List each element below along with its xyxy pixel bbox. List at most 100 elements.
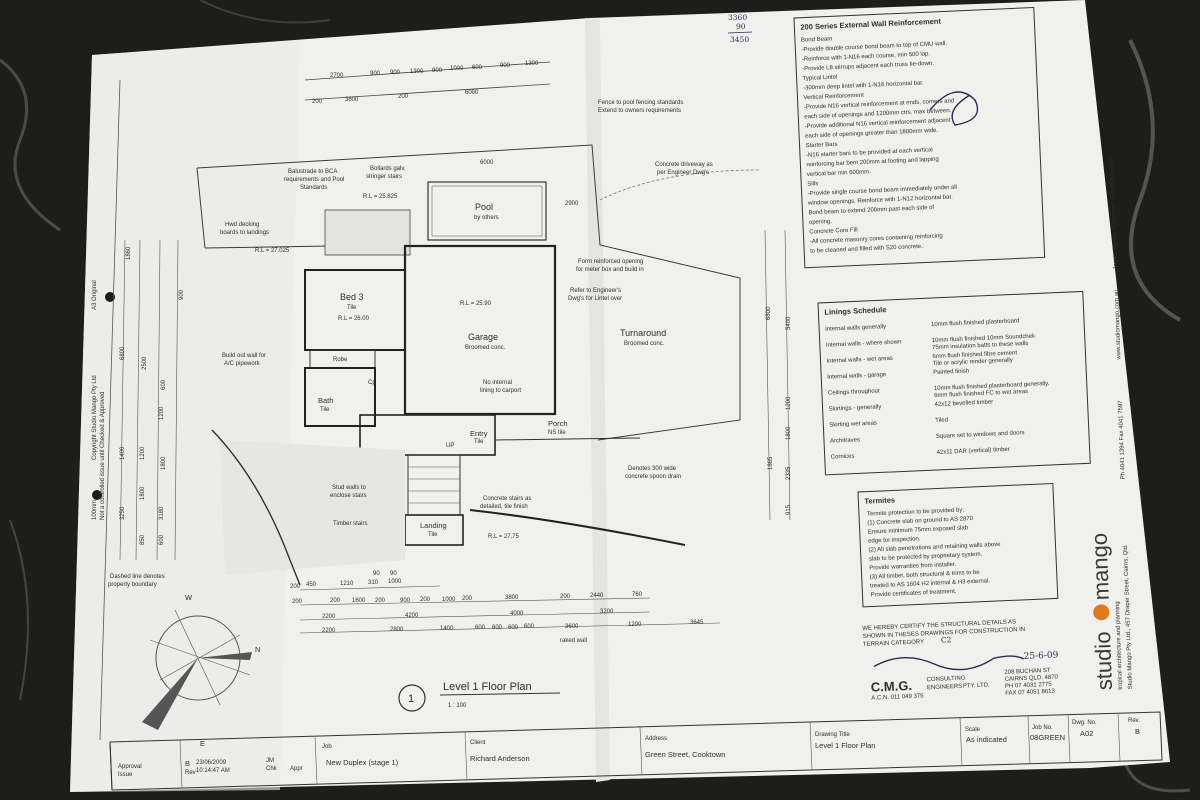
compass-w: W xyxy=(185,593,193,602)
bath-outline xyxy=(304,367,376,427)
punch-hole xyxy=(105,292,115,302)
termite-line: Termite protection to be provided by: xyxy=(867,507,965,517)
svg-text:6000: 6000 xyxy=(465,90,479,96)
margin-scale: 100mm xyxy=(92,500,98,520)
svg-text:900: 900 xyxy=(390,70,401,76)
svg-text:3180: 3180 xyxy=(159,506,165,520)
svg-text:200: 200 xyxy=(330,598,341,604)
tb-rev: Rev xyxy=(185,770,196,776)
svg-text:lining to carport: lining to carport xyxy=(480,388,521,394)
svg-text:Build out wall for: Build out wall for xyxy=(222,353,266,359)
svg-text:200: 200 xyxy=(375,598,386,604)
room-porch-sub: NS tile xyxy=(548,430,566,436)
lining-finish: Square set to windows and doors xyxy=(936,430,1025,440)
svg-text:600: 600 xyxy=(159,534,165,545)
svg-text:1000: 1000 xyxy=(450,66,464,72)
svg-text:1400: 1400 xyxy=(120,446,126,460)
spec-line: Bond beam to extend 200mm past each side… xyxy=(808,205,934,216)
brand-phone: Ph 4041 1394 Fax 4041 7597 xyxy=(1118,400,1127,480)
tb-dwgno: A02 xyxy=(1080,729,1093,738)
termite-line: treated to AS 1604 H2 internal & H3 exte… xyxy=(870,578,991,589)
svg-text:Balustrade to BCA: Balustrade to BCA xyxy=(288,169,337,175)
rl-pool: R.L = 25.825 xyxy=(363,194,398,200)
svg-text:Concrete stairs as: Concrete stairs as xyxy=(483,496,531,502)
svg-text:450: 450 xyxy=(306,582,317,588)
lining-finish: 10mm flush finished plasterboard general… xyxy=(934,381,1050,392)
raked-boundary xyxy=(469,509,686,546)
svg-text:200: 200 xyxy=(312,99,323,105)
drawing-number: 1 xyxy=(408,693,414,705)
svg-text:Extend to owners requirements: Extend to owners requirements xyxy=(598,108,681,114)
svg-text:per Engineer Dwg's: per Engineer Dwg's xyxy=(657,170,709,176)
tb-issue: Issue xyxy=(118,772,133,778)
svg-text:3800: 3800 xyxy=(345,97,359,103)
svg-text:PTY. LTD.: PTY. LTD. xyxy=(963,682,990,689)
svg-text:1800: 1800 xyxy=(140,486,146,500)
compass-n: N xyxy=(255,645,260,654)
svg-text:6800: 6800 xyxy=(766,306,772,320)
svg-text:1210: 1210 xyxy=(340,581,354,587)
compass-e: E xyxy=(200,739,205,748)
tb-revno: B xyxy=(1135,727,1140,736)
lining-area: Skirtings - generally xyxy=(829,404,882,412)
svg-text:900: 900 xyxy=(500,63,511,69)
property-outline xyxy=(196,144,741,441)
spec-line: Typical Lintel xyxy=(803,75,838,83)
svg-text:2200: 2200 xyxy=(322,614,336,620)
lining-finish: 10mm flush finished 10mm Soundchek xyxy=(932,334,1037,345)
drawing-title: 1 Level 1 Floor Plan 1 : 100 xyxy=(398,681,561,712)
svg-text:200: 200 xyxy=(462,596,473,602)
room-entry: Entry xyxy=(470,429,488,438)
svg-text:concrete spoon drain: concrete spoon drain xyxy=(625,474,681,480)
tb-drawing: Level 1 Floor Plan xyxy=(815,741,875,750)
spec-line: Vertical Reinforcement xyxy=(803,93,864,102)
lining-finish-extra: Tile or acrylic render generally xyxy=(933,358,1013,367)
room-bath: Bath xyxy=(318,396,333,405)
svg-text:600: 600 xyxy=(524,624,535,630)
pool-outline xyxy=(427,181,547,241)
dimensions-top: 2700 900 900 1300 900 1000 600 900 1300 … xyxy=(304,61,551,105)
svg-text:Concrete driveway as: Concrete driveway as xyxy=(655,162,713,168)
tb-rev-letter: B xyxy=(185,759,190,768)
room-turnaround-sub: Broomed conc. xyxy=(624,341,665,347)
termite-line: slab to be protected by proprietary syst… xyxy=(869,552,983,563)
floor-plan: Pool by others 6000 2900 Garage Broomed … xyxy=(196,144,761,586)
svg-text:1200: 1200 xyxy=(140,446,146,460)
tb-scale: As indicated xyxy=(966,735,1007,744)
spec-line: Concrete Core Fill xyxy=(809,227,858,235)
margin-original: A3 Original xyxy=(92,280,98,310)
svg-text:1860: 1860 xyxy=(126,246,132,260)
svg-text:Dashed line denotes: Dashed line denotes xyxy=(110,574,165,580)
svg-text:310: 310 xyxy=(368,580,379,586)
svg-text:2500: 2500 xyxy=(142,356,148,370)
svg-text:Stud walls to: Stud walls to xyxy=(332,485,367,491)
tb-address: Green Street, Cooktown xyxy=(645,750,725,759)
spec-line: -N16 starter bars to be provided at each… xyxy=(806,147,933,159)
svg-text:Dwg. No.: Dwg. No. xyxy=(1072,720,1097,726)
tb-time: 10:14:47 AM xyxy=(196,768,230,774)
svg-text:Timber stairs: Timber stairs xyxy=(333,521,367,527)
spec-line: opening. xyxy=(809,219,833,226)
svg-text:900: 900 xyxy=(400,598,411,604)
certification-date: 25-6-09 xyxy=(1023,650,1058,662)
lining-area: Ceilings throughout xyxy=(828,388,880,396)
marble-vein xyxy=(9,519,29,701)
svg-text:3600: 3600 xyxy=(565,624,579,630)
svg-text:208 BUCHAN ST: 208 BUCHAN ST xyxy=(1004,668,1051,676)
engineer-signature xyxy=(929,91,979,126)
svg-text:6800: 6800 xyxy=(120,346,126,360)
termite-line: edge for inspection. xyxy=(868,536,921,544)
mango-logo xyxy=(1093,604,1110,621)
stair-up: UP xyxy=(446,443,454,449)
tb-date: 23/06/2009 xyxy=(196,760,227,766)
left-margin-notes: Not a controlled issue until Checked & A… xyxy=(92,280,106,520)
paving-zone xyxy=(220,440,405,575)
svg-text:200: 200 xyxy=(290,584,301,590)
lining-area: Internal walls generally xyxy=(825,324,886,333)
termites-box: Termites Termite protection to be provid… xyxy=(857,482,1059,608)
svg-text:Form reinforced opening: Form reinforced opening xyxy=(578,259,643,265)
termite-line: Provide warranties from installer. xyxy=(869,562,957,572)
termite-line: (2) All slab penetrations and retaining … xyxy=(868,542,1001,554)
room-porch: Porch xyxy=(548,419,568,428)
deck-area xyxy=(324,209,411,256)
